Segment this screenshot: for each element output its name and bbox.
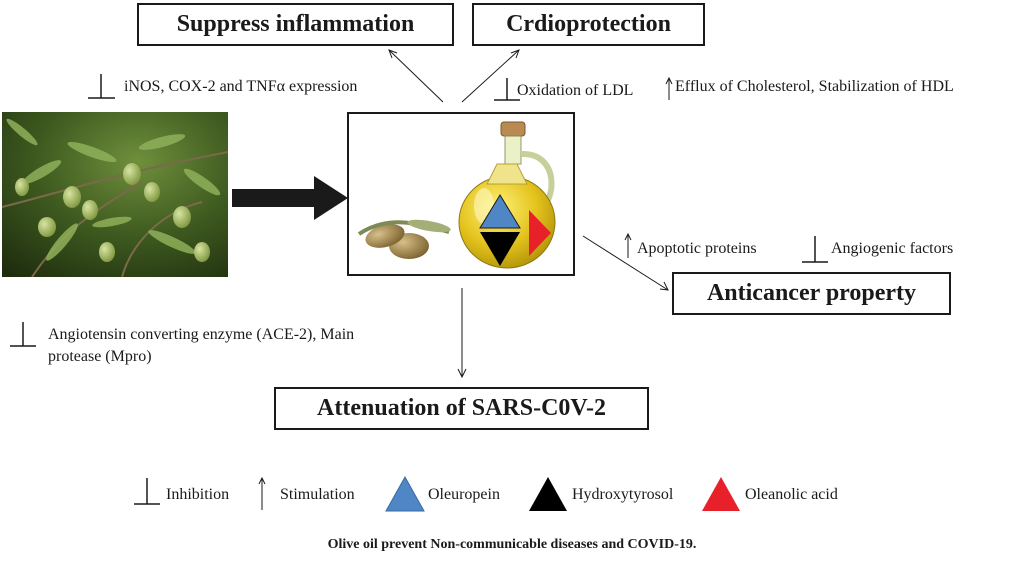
legend-hydroxytyrosol-icon — [529, 477, 567, 511]
stimulation-arrow-efflux — [665, 76, 673, 100]
arrow-to-anticancer — [582, 235, 669, 291]
hydroxytyrosol-marker — [480, 232, 520, 266]
efflux-label: Efflux of Cholesterol, Stabilization of … — [675, 78, 954, 95]
legend-inhibition-label: Inhibition — [166, 486, 230, 503]
stimulation-arrow-legend — [258, 476, 266, 510]
arrow-to-sars — [457, 288, 467, 379]
legend-oleanolic-label: Oleanolic acid — [745, 486, 838, 503]
inhibition-symbol-ldl — [494, 78, 520, 101]
anticancer-property-box: Anticancer property — [672, 272, 951, 315]
ace-label-line2: protease (Mpro) — [48, 348, 152, 365]
olive-branch-photo — [2, 112, 228, 277]
apoptotic-label: Apoptotic proteins — [637, 240, 757, 257]
cardioprotection-box: Crdioprotection — [472, 3, 705, 46]
inhibition-symbol-inos — [88, 74, 115, 99]
suppress-inflammation-box: Suppress inflammation — [137, 3, 454, 46]
stimulation-arrow-apoptotic — [624, 232, 632, 258]
thick-arrow — [232, 176, 348, 220]
figure-caption: Olive oil prevent Non-communicable disea… — [327, 537, 697, 552]
angiogenic-label: Angiogenic factors — [831, 240, 954, 257]
inos-label: iNOS, COX-2 and TNFα expression — [124, 78, 358, 95]
legend-stimulation-label: Stimulation — [280, 486, 355, 503]
inhibition-symbol-angiogenic — [802, 236, 828, 263]
attenuation-sars-box: Attenuation of SARS-C0V-2 — [274, 387, 649, 430]
olive-oil-jar-image — [347, 112, 575, 276]
oleuropein-marker — [479, 194, 521, 229]
ldl-label: Oxidation of LDL — [517, 82, 634, 99]
legend-oleuropein-icon — [385, 475, 425, 512]
legend-hydroxytyrosol-label: Hydroxytyrosol — [572, 486, 674, 503]
inhibition-symbol-legend — [134, 478, 160, 505]
legend-oleanolic-icon — [702, 477, 740, 511]
arrow-to-inflammation — [388, 49, 444, 103]
legend-oleuropein-label: Oleuropein — [428, 486, 500, 503]
inhibition-symbol-ace — [10, 322, 36, 347]
ace-label-line1: Angiotensin converting enzyme (ACE-2), M… — [48, 326, 355, 343]
arrow-to-cardio — [461, 49, 520, 103]
oleanolic-marker — [529, 210, 551, 256]
